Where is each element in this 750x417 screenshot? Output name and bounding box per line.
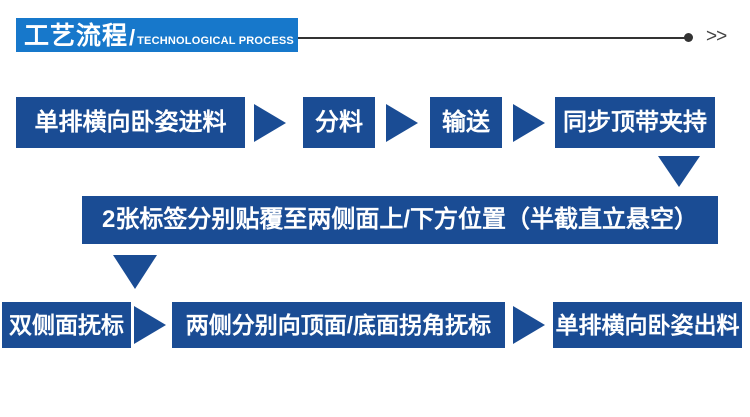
more-chevrons-icon: >> (706, 26, 727, 47)
arrow-right-icon (386, 104, 418, 142)
section-header: 工艺流程 / TECHNOLOGICAL PROCESS (16, 18, 298, 52)
section-title-en: TECHNOLOGICAL PROCESS (137, 35, 294, 47)
step-apply-two-labels: 2张标签分别贴覆至两侧面上/下方位置（半截直立悬空） (82, 196, 718, 244)
step-sync-top-belt-clamp: 同步顶带夹持 (555, 97, 715, 148)
section-title-zh: 工艺流程 (24, 22, 129, 50)
step-double-side-wipe: 双侧面抚标 (2, 302, 131, 348)
step-corner-wipe-top-bottom: 两侧分别向顶面/底面拐角抚标 (172, 302, 505, 348)
step-single-row-outfeed: 单排横向卧姿出料 (553, 302, 742, 348)
arrow-right-icon (134, 306, 166, 344)
arrow-right-icon (513, 104, 545, 142)
title-slash: / (129, 25, 136, 50)
step-separate-material: 分料 (303, 97, 375, 148)
step-convey: 输送 (430, 97, 502, 148)
header-rule (298, 37, 688, 39)
step-single-row-infeed: 单排横向卧姿进料 (16, 97, 245, 148)
arrow-down-icon (113, 255, 157, 289)
header-rule-dot (684, 33, 693, 42)
arrow-right-icon (254, 104, 286, 142)
arrow-down-icon (658, 156, 700, 187)
arrow-right-icon (513, 306, 545, 344)
